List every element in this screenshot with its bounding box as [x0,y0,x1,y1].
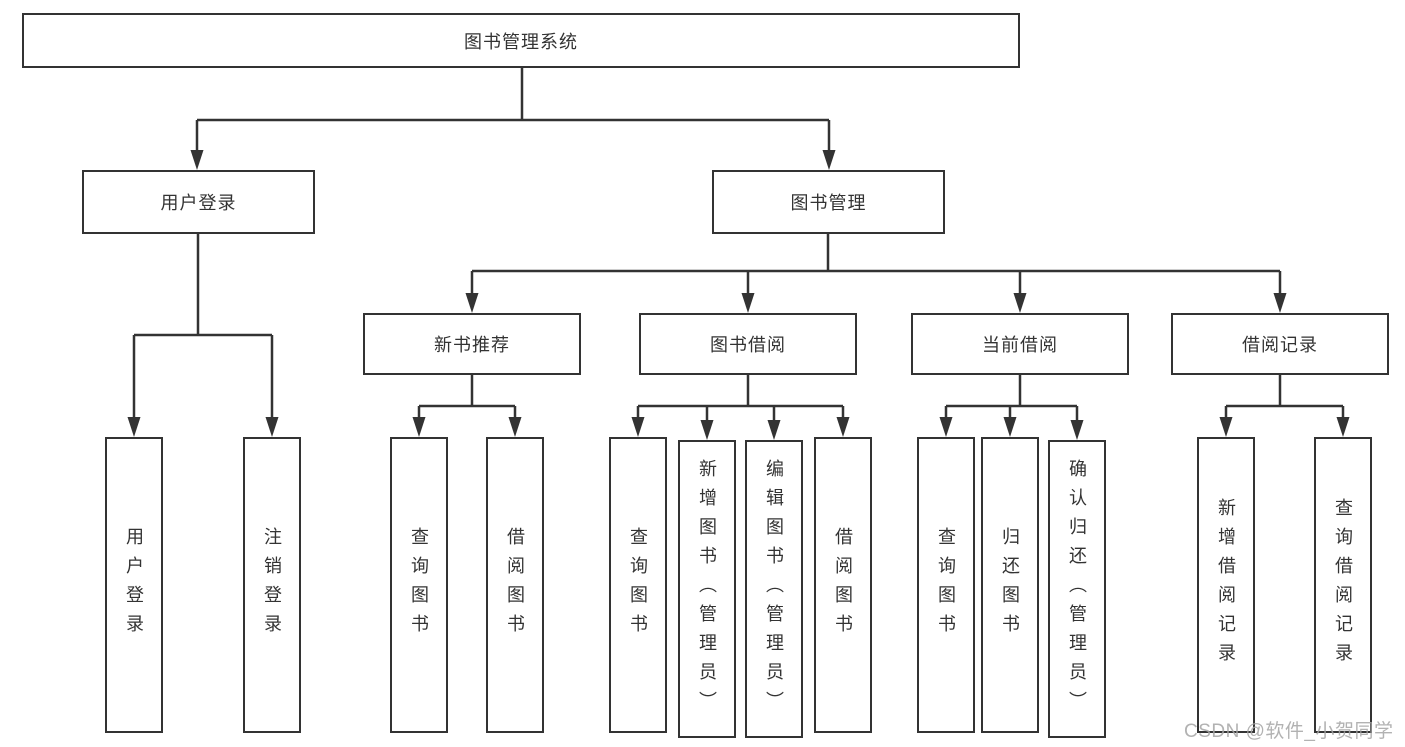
leaf-label: 查询借阅记录 [1333,498,1353,672]
node-leaf-borrow-books: 借阅图书 [486,437,544,733]
leaf-label: 注销登录 [262,527,282,643]
node-leaf-query-books: 查询图书 [609,437,667,733]
node-borrowing-records: 借阅记录 [1171,313,1389,375]
leaf-label: 借阅图书 [833,527,853,643]
leaf-label: 新增借阅记录 [1216,498,1236,672]
leaf-label: 借阅图书 [505,527,525,643]
leaf-label: 归还图书 [1000,527,1020,643]
leaf-label: 新增图书（管理员） [697,458,717,720]
node-root-system: 图书管理系统 [22,13,1020,68]
node-leaf-borrow-books: 借阅图书 [814,437,872,733]
leaf-label: 查询图书 [936,527,956,643]
node-leaf-edit-books-admin: 编辑图书（管理员） [745,440,803,738]
node-leaf-user-login: 用户登录 [105,437,163,733]
node-leaf-add-borrow-record: 新增借阅记录 [1197,437,1255,733]
leaf-label: 用户登录 [124,527,144,643]
node-new-book-recommend: 新书推荐 [363,313,581,375]
leaf-label: 编辑图书（管理员） [764,458,784,720]
leaf-label: 查询图书 [409,527,429,643]
node-leaf-return-books: 归还图书 [981,437,1039,733]
leaf-label: 查询图书 [628,527,648,643]
node-leaf-query-books: 查询图书 [917,437,975,733]
node-leaf-query-borrow-record: 查询借阅记录 [1314,437,1372,733]
node-leaf-logout: 注销登录 [243,437,301,733]
node-leaf-query-books: 查询图书 [390,437,448,733]
node-book-borrowing: 图书借阅 [639,313,857,375]
node-leaf-add-books-admin: 新增图书（管理员） [678,440,736,738]
node-current-borrowing: 当前借阅 [911,313,1129,375]
node-book-management: 图书管理 [712,170,945,234]
node-leaf-confirm-return-admin: 确认归还（管理员） [1048,440,1106,738]
node-user-login: 用户登录 [82,170,315,234]
csdn-watermark: CSDN @软件_小贺同学 [1184,721,1394,742]
leaf-label: 确认归还（管理员） [1067,458,1087,720]
